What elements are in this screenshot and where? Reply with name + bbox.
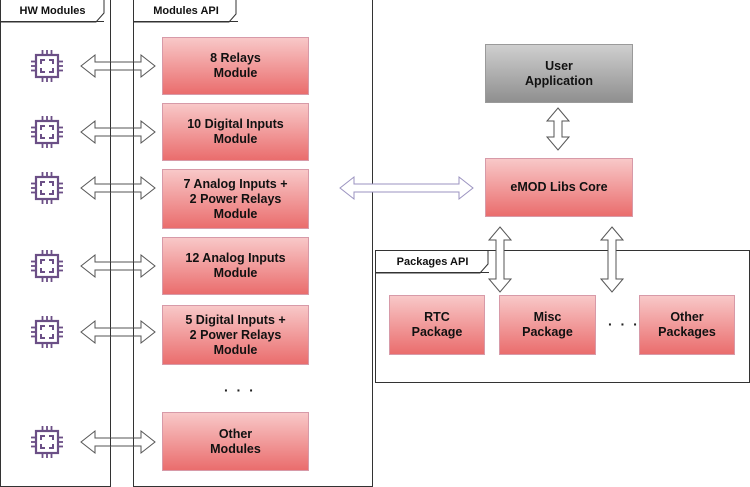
modules-api-title: Modules API (153, 4, 219, 17)
user-application-box[interactable]: User Application (485, 44, 633, 103)
module-link-arrow (80, 429, 156, 455)
module-10-digital-inputs[interactable]: 10 Digital Inputs Module (162, 103, 309, 161)
module-label: 7 Analog Inputs + 2 Power Relays Module (183, 176, 288, 221)
package-rtc[interactable]: RTC Package (389, 295, 485, 355)
modules-core-link-arrow (339, 175, 474, 201)
core-packages-arrow-left (487, 226, 513, 293)
module-12-analog-inputs[interactable]: 12 Analog Inputs Module (162, 237, 309, 295)
module-link-arrow (80, 175, 156, 201)
packages-api-title: Packages API (396, 255, 469, 268)
module-label: 12 Analog Inputs Module (185, 251, 286, 280)
package-other[interactable]: Other Packages (639, 295, 735, 355)
chip-icon (31, 50, 63, 82)
module-link-arrow (80, 53, 156, 79)
module-label: 5 Digital Inputs + 2 Power Relays Module (185, 312, 286, 357)
module-7-analog-2-power-relays[interactable]: 7 Analog Inputs + 2 Power Relays Module (162, 169, 309, 229)
module-5-digital-2-power-relays[interactable]: 5 Digital Inputs + 2 Power Relays Module (162, 305, 309, 365)
module-8-relays[interactable]: 8 Relays Module (162, 37, 309, 95)
package-label: Misc Package (522, 310, 573, 339)
user-application-label: User Application (524, 58, 594, 88)
chip-icon (31, 250, 63, 282)
chip-icon (31, 426, 63, 458)
module-link-arrow (80, 119, 156, 145)
modules-ellipsis: · · · (224, 382, 256, 398)
module-label: Other Modules (210, 426, 261, 456)
packages-ellipsis: · · · (608, 316, 640, 332)
module-other[interactable]: Other Modules (162, 412, 309, 471)
chip-icon (31, 116, 63, 148)
module-label: 8 Relays Module (210, 51, 261, 80)
module-link-arrow (80, 319, 156, 345)
package-label: Other Packages (658, 310, 716, 339)
package-misc[interactable]: Misc Package (499, 295, 596, 355)
emod-libs-core-box[interactable]: eMOD Libs Core (485, 158, 633, 217)
hw-modules-frame: HW Modules (0, 0, 111, 487)
emod-libs-core-label: eMOD Libs Core (510, 180, 608, 194)
app-core-link-arrow (545, 107, 571, 151)
chip-icon (31, 316, 63, 348)
packages-tab-corner (375, 250, 489, 274)
hw-modules-title: HW Modules (19, 4, 86, 17)
chip-icon (31, 172, 63, 204)
core-packages-arrow-right (599, 226, 625, 293)
package-label: RTC Package (411, 310, 463, 339)
module-label: 10 Digital Inputs Module (187, 117, 284, 146)
module-link-arrow (80, 253, 156, 279)
